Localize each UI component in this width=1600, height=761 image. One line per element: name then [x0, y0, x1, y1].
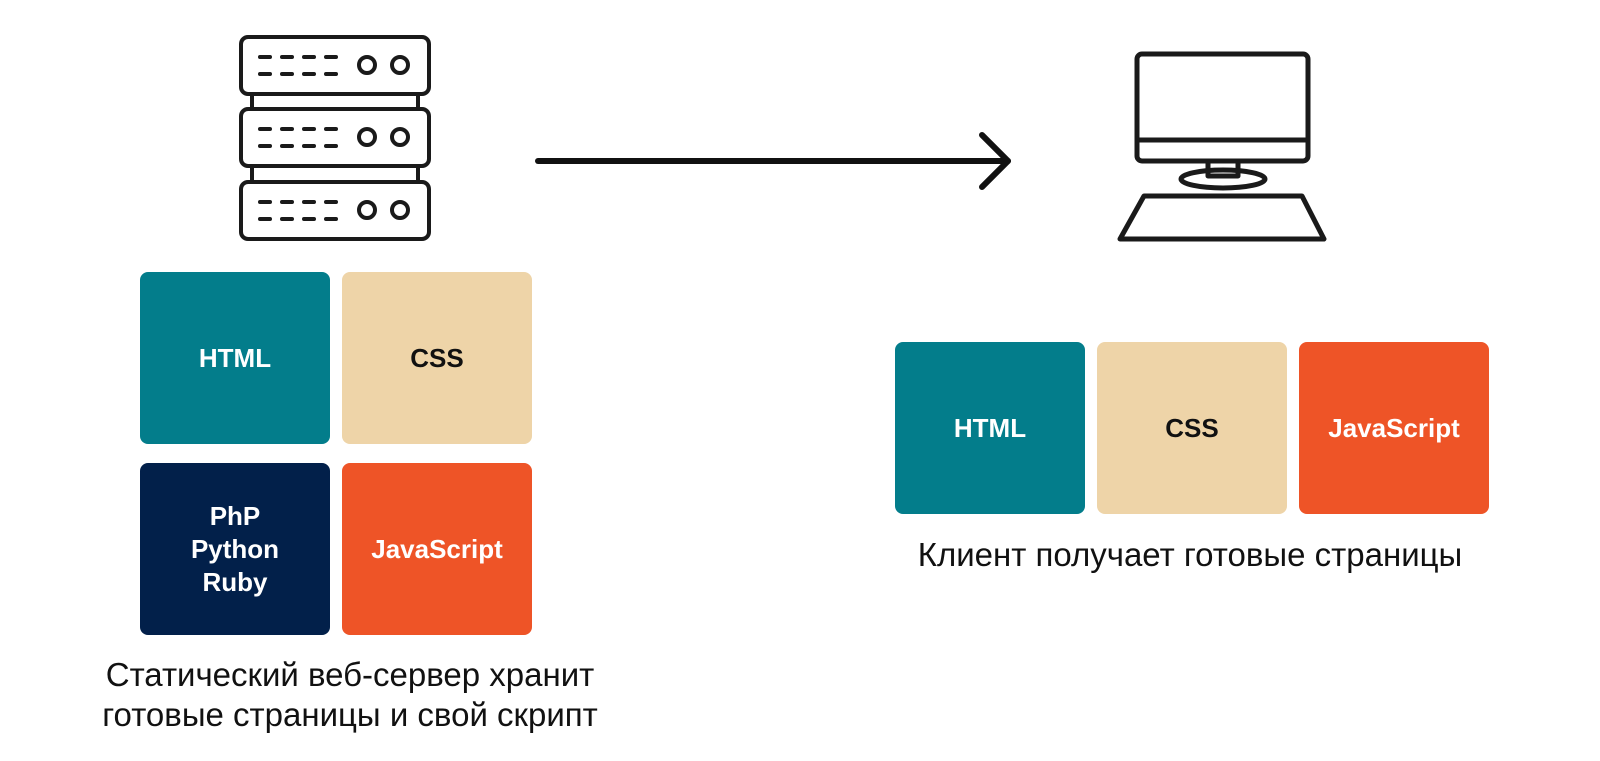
arrow-right-icon: [535, 132, 1011, 190]
client-html-tile: HTML: [895, 342, 1085, 514]
server-icon: [239, 35, 431, 241]
server-javascript-tile: JavaScript: [342, 463, 532, 635]
client-javascript-tile: JavaScript: [1299, 342, 1489, 514]
client-caption: Клиент получает готовые страницы: [917, 536, 1463, 573]
server-css-tile: CSS: [342, 272, 532, 444]
desktop-computer-icon: [1117, 51, 1327, 242]
server-html-tile: HTML: [140, 272, 330, 444]
client-css-tile: CSS: [1097, 342, 1287, 514]
server-backend-languages-tile: PhP Python Ruby: [140, 463, 330, 635]
server-caption: Статический веб-сервер хранит готовые ст…: [102, 656, 598, 733]
